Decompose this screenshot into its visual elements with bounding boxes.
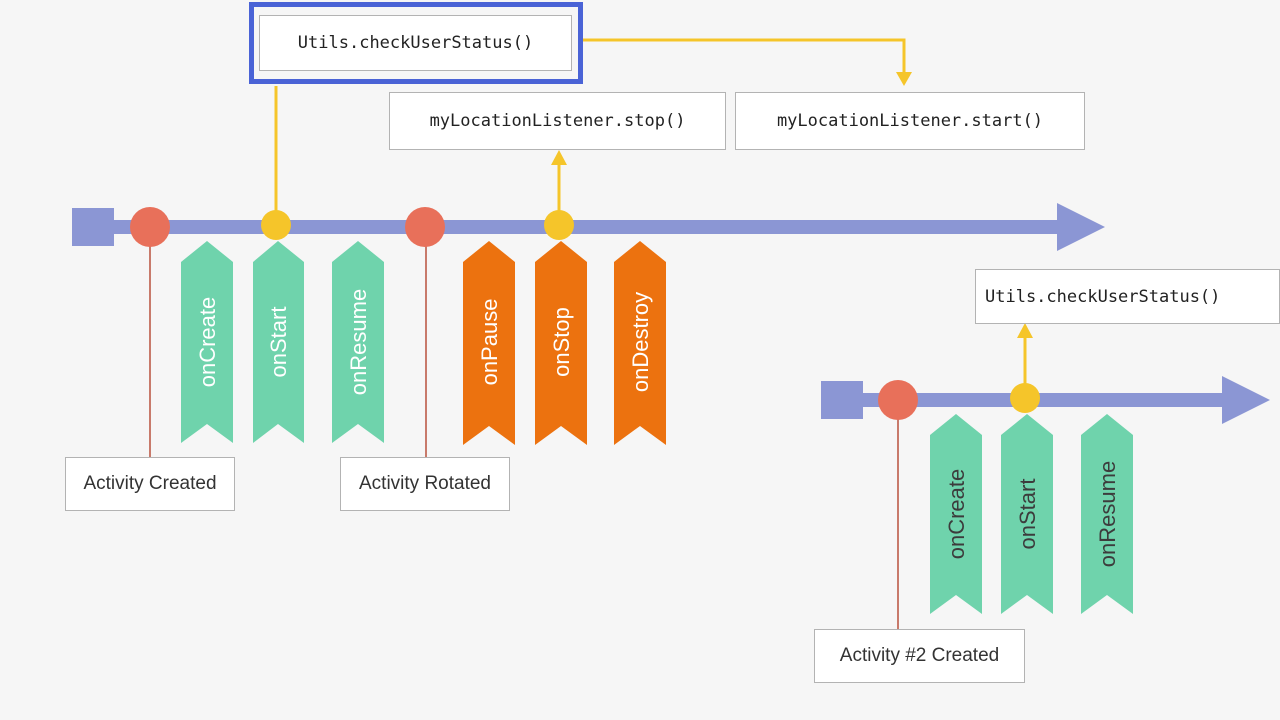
- activity-2-check-status-code-text: Utils.checkUserStatus(): [985, 286, 1221, 307]
- check-status-to-start-connector: [583, 38, 906, 76]
- ribbon-onstart-label: onStart: [266, 307, 291, 378]
- activity-2-check-status-arrowhead: [1017, 323, 1033, 338]
- ribbon-onstart: onStart: [253, 241, 304, 443]
- ribbon-onpause-label: onPause: [477, 299, 502, 386]
- ribbon-ondestroy-label: onDestroy: [628, 292, 653, 392]
- onstart-callback-dot: [261, 210, 291, 240]
- activity-2-check-status-code-box: Utils.checkUserStatus(): [975, 269, 1280, 324]
- ribbon-2-onresume: onResume: [1081, 414, 1133, 614]
- listener-start-arrowhead: [896, 72, 912, 86]
- listener-start-code-text: myLocationListener.start(): [776, 111, 1044, 131]
- ribbon-ondestroy: onDestroy: [614, 241, 666, 445]
- timeline-2-arrowhead: [1222, 376, 1270, 424]
- timeline-1-arrowhead: [1057, 203, 1105, 251]
- activity-2-created-label: Activity #2 Created: [839, 645, 1000, 666]
- ribbon-onresume: onResume: [332, 241, 384, 443]
- activity-2-created-dot: [878, 380, 918, 420]
- activity-2-created-label-box: Activity #2 Created: [814, 629, 1025, 683]
- ribbon-onpause: onPause: [463, 241, 515, 445]
- ribbon-oncreate: onCreate: [181, 241, 233, 443]
- listener-start-code-box: myLocationListener.start(): [735, 92, 1085, 150]
- ribbon-onstop: onStop: [535, 241, 587, 445]
- ribbon-onresume-label: onResume: [346, 289, 371, 395]
- check-status-highlight: [249, 2, 583, 84]
- ribbon-2-oncreate-label: onCreate: [944, 469, 969, 560]
- check-status-code-box: Utils.checkUserStatus(): [259, 15, 572, 71]
- onstop-callback-dot: [544, 210, 574, 240]
- ribbon-onstop-label: onStop: [549, 307, 574, 377]
- activity-created-label-box: Activity Created: [65, 457, 235, 511]
- activity-2-onstart-callback-dot: [1010, 383, 1040, 413]
- listener-stop-arrowhead: [551, 150, 567, 165]
- ribbon-oncreate-label: onCreate: [195, 297, 220, 388]
- timeline-2-start-marker: [821, 381, 863, 419]
- listener-stop-code-box: myLocationListener.stop(): [389, 92, 726, 150]
- activity-rotated-label-box: Activity Rotated: [340, 457, 510, 511]
- timeline-1-start-marker: [72, 208, 114, 246]
- ribbon-2-onstart: onStart: [1001, 414, 1053, 614]
- check-status-code-text: Utils.checkUserStatus(): [297, 33, 534, 53]
- activity-rotated-label: Activity Rotated: [359, 473, 491, 494]
- activity-created-label: Activity Created: [83, 473, 217, 494]
- ribbon-2-onstart-label: onStart: [1015, 479, 1040, 550]
- ribbon-2-oncreate: onCreate: [930, 414, 982, 614]
- activity-rotated-dot: [405, 207, 445, 247]
- activity-created-dot: [130, 207, 170, 247]
- listener-stop-code-text: myLocationListener.stop(): [429, 111, 686, 131]
- ribbon-2-onresume-label: onResume: [1095, 461, 1120, 567]
